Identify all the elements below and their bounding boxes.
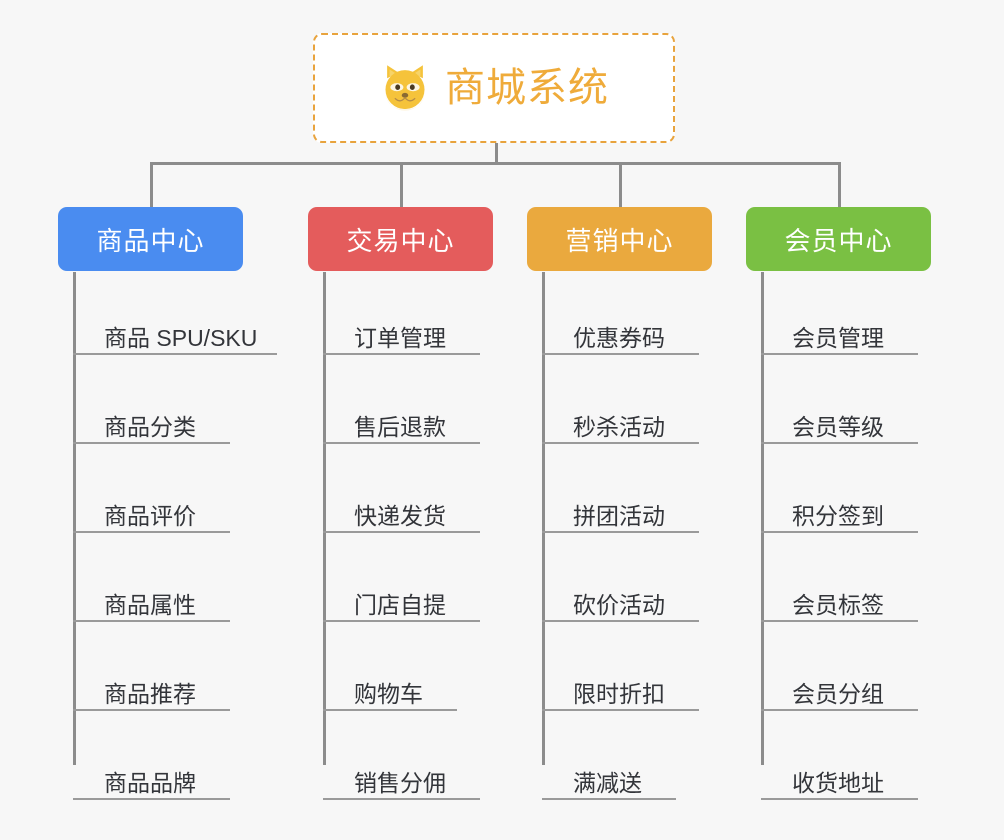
leaf-item[interactable]: 商品分类 — [73, 355, 230, 444]
drop-connector-marketing-center — [619, 162, 622, 209]
drop-connector-product-center — [150, 162, 153, 209]
leaf-item[interactable]: 会员分组 — [761, 622, 918, 711]
leaf-label: 购物车 — [354, 680, 423, 707]
root-stem-connector — [495, 143, 498, 164]
branch-header-member-center[interactable]: 会员中心 — [746, 207, 931, 271]
drop-connector-trade-center — [400, 162, 403, 209]
leaf-label: 快递发货 — [354, 502, 446, 529]
branch-spine-trade-center — [323, 272, 326, 765]
branch-spine-marketing-center — [542, 272, 545, 765]
leaf-item[interactable]: 秒杀活动 — [542, 355, 699, 444]
leaf-label: 砍价活动 — [573, 591, 665, 618]
drop-connector-member-center — [838, 162, 841, 209]
leaf-item[interactable]: 会员标签 — [761, 533, 918, 622]
leaf-label: 积分签到 — [792, 502, 884, 529]
leaf-label: 会员管理 — [792, 324, 884, 351]
leaf-label: 优惠券码 — [573, 324, 665, 351]
branch-header-label: 会员中心 — [784, 225, 893, 256]
root-node[interactable]: 商城系统 — [313, 33, 675, 143]
leaf-item[interactable]: 商品品牌 — [73, 711, 230, 800]
leaf-item[interactable]: 售后退款 — [323, 355, 480, 444]
branch-header-trade-center[interactable]: 交易中心 — [308, 207, 493, 271]
leaf-label: 限时折扣 — [573, 680, 665, 707]
root-title: 商城系统 — [445, 66, 609, 110]
leaf-item[interactable]: 门店自提 — [323, 533, 480, 622]
leaf-label: 商品属性 — [104, 591, 196, 618]
leaf-label: 秒杀活动 — [573, 413, 665, 440]
leaf-label: 商品评价 — [104, 502, 196, 529]
leaf-item[interactable]: 销售分佣 — [323, 711, 480, 800]
leaf-label: 商品品牌 — [104, 769, 196, 796]
branch-spine-product-center — [73, 272, 76, 765]
leaf-item[interactable]: 限时折扣 — [542, 622, 699, 711]
leaf-item[interactable]: 砍价活动 — [542, 533, 699, 622]
leaf-item[interactable]: 收货地址 — [761, 711, 918, 800]
leaf-label: 收货地址 — [792, 769, 884, 796]
horizontal-bus-connector — [150, 162, 841, 165]
leaf-item[interactable]: 购物车 — [323, 622, 457, 711]
branch-header-label: 商品中心 — [96, 225, 205, 256]
leaf-label: 商品推荐 — [104, 680, 196, 707]
branch-header-label: 交易中心 — [346, 225, 455, 256]
leaf-item[interactable]: 订单管理 — [323, 265, 480, 355]
leaf-item[interactable]: 优惠券码 — [542, 265, 699, 355]
leaf-item[interactable]: 拼团活动 — [542, 444, 699, 533]
leaf-item[interactable]: 快递发货 — [323, 444, 480, 533]
leaf-label: 商品 SPU/SKU — [104, 324, 258, 351]
leaf-label: 门店自提 — [354, 591, 446, 618]
leaf-item[interactable]: 满减送 — [542, 711, 676, 800]
branch-header-product-center[interactable]: 商品中心 — [58, 207, 243, 271]
leaf-item[interactable]: 会员管理 — [761, 265, 918, 355]
leaf-label: 销售分佣 — [354, 769, 446, 796]
branch-header-marketing-center[interactable]: 营销中心 — [527, 207, 712, 271]
leaf-item[interactable]: 商品 SPU/SKU — [73, 265, 277, 355]
branch-spine-member-center — [761, 272, 764, 765]
leaf-item[interactable]: 商品推荐 — [73, 622, 230, 711]
leaf-label: 订单管理 — [354, 324, 446, 351]
leaf-item[interactable]: 会员等级 — [761, 355, 918, 444]
leaf-item[interactable]: 商品属性 — [73, 533, 230, 622]
leaf-item[interactable]: 商品评价 — [73, 444, 230, 533]
leaf-label: 会员分组 — [792, 680, 884, 707]
leaf-label: 满减送 — [573, 769, 642, 796]
leaf-label: 会员等级 — [792, 413, 884, 440]
leaf-label: 会员标签 — [792, 591, 884, 618]
leaf-item[interactable]: 积分签到 — [761, 444, 918, 533]
leaf-label: 商品分类 — [104, 413, 196, 440]
leaf-label: 售后退款 — [354, 413, 446, 440]
leaf-label: 拼团活动 — [573, 502, 665, 529]
branch-header-label: 营销中心 — [565, 225, 674, 256]
dog-face-icon — [379, 62, 431, 114]
